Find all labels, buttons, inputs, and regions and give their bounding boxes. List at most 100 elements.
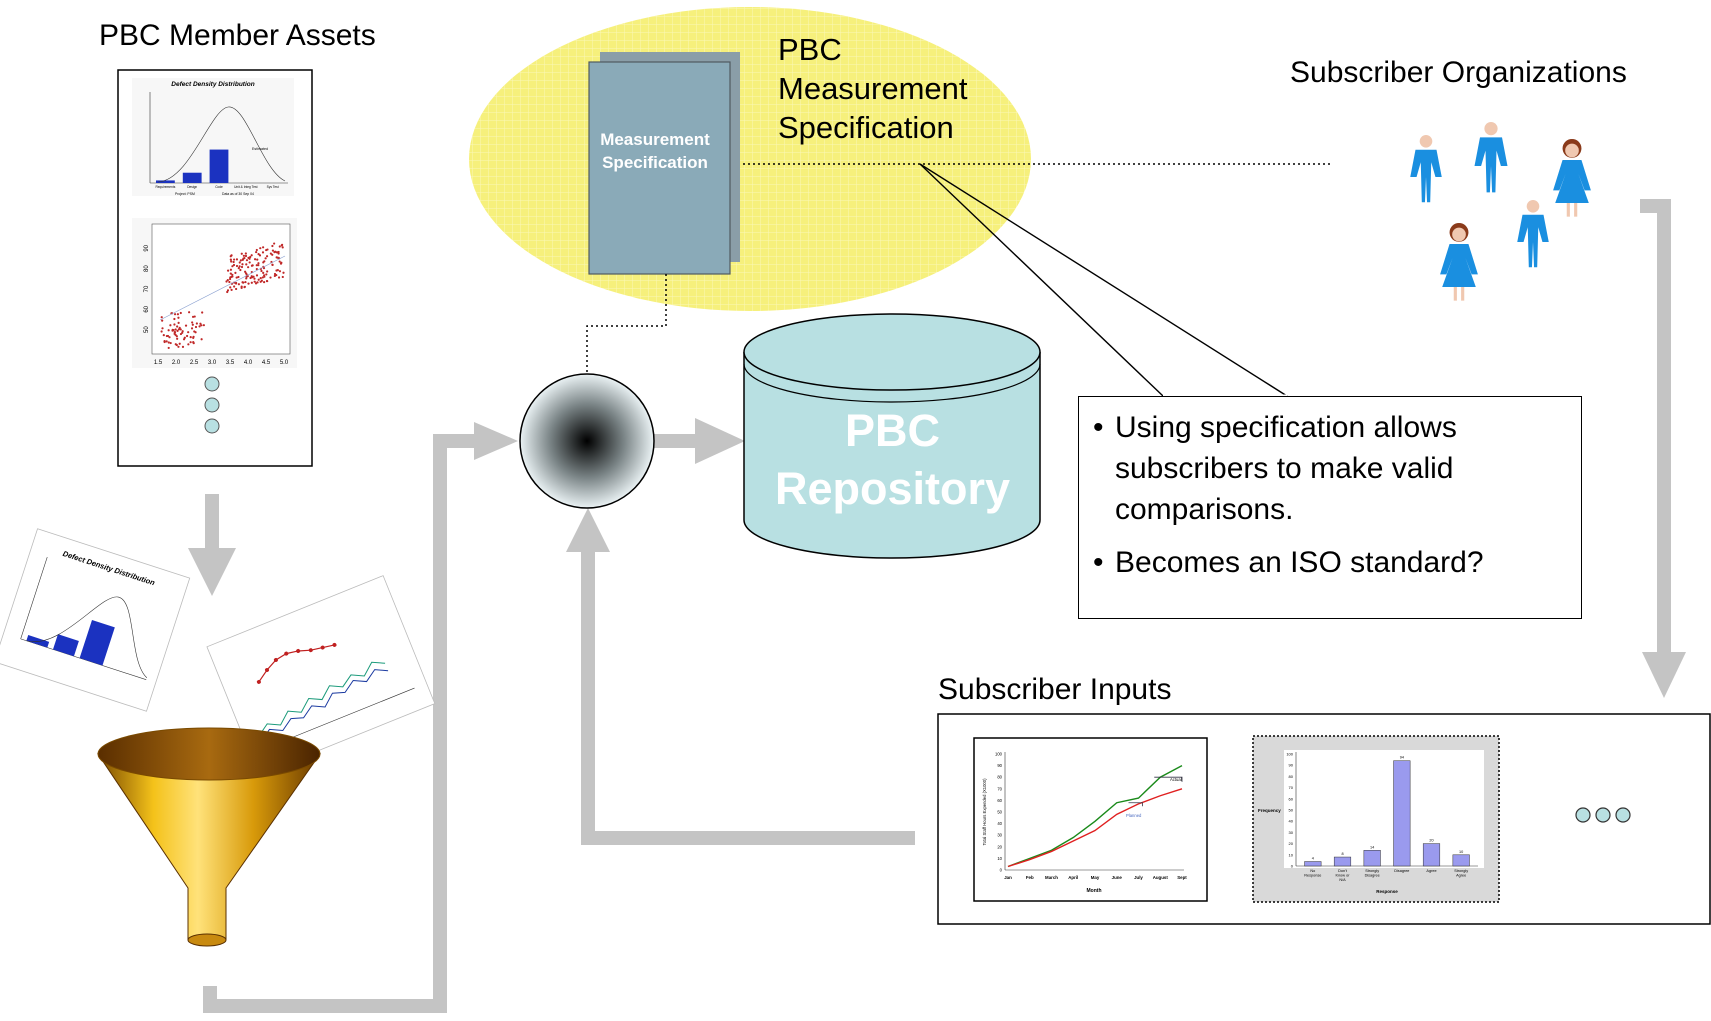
pbc-repository-cylinder: [743, 313, 1041, 559]
line-chart-x-tick: Sept: [1177, 875, 1187, 880]
scatter-point: [239, 259, 242, 262]
histogram-value-label: 8: [1341, 852, 1343, 856]
histogram-bar: [1393, 760, 1411, 867]
scatter-point: [187, 331, 190, 334]
more-inputs-indicator: [1575, 807, 1631, 823]
man-icon: [1474, 122, 1508, 193]
scatter-point: [241, 263, 244, 266]
scatter-point: [269, 252, 272, 255]
scatter-point: [255, 248, 258, 252]
scatter-point: [168, 336, 171, 339]
scatter-point: [242, 257, 245, 260]
callout-item: •Becomes an ISO standard?: [1093, 542, 1567, 583]
scatter-point: [245, 277, 248, 280]
histogram-ylabel: Frequency: [1258, 808, 1281, 813]
scatter-point: [235, 258, 239, 261]
scatter-point: [225, 280, 228, 283]
arrow-inputs-to-node: [581, 548, 915, 845]
scatter-point: [177, 316, 180, 319]
scatter-point: [160, 316, 163, 319]
scatter-point: [160, 330, 163, 333]
scatter-point: [226, 269, 230, 272]
defect-bar: [156, 180, 175, 183]
defect-footer-left: Project: PSM: [175, 192, 195, 196]
line-chart-ylabel: Total Staff Hours Expended (X1000): [982, 778, 987, 846]
scatter-point: [244, 280, 247, 284]
scatter-point: [249, 255, 252, 259]
scatter-point: [194, 331, 197, 334]
scatter-point: [226, 278, 229, 282]
scatter-point: [230, 288, 233, 291]
scatter-point: [281, 246, 284, 249]
scatter-point: [277, 250, 280, 254]
defect-category-label: Sys Test: [267, 185, 279, 189]
scatter-point: [229, 276, 232, 279]
scatter-point: [181, 330, 184, 333]
histogram-y-tick: 0: [1291, 864, 1294, 869]
scatter-point: [250, 275, 253, 278]
subscriber-orgs-label: Subscriber Organizations: [1290, 56, 1627, 89]
arrow-node-to-repo-head: [695, 418, 745, 464]
line-chart-y-tick: 20: [997, 844, 1002, 849]
scatter-point: [266, 270, 269, 273]
scatter-point: [230, 260, 233, 263]
scatter-point: [281, 275, 284, 279]
scatter-point: [253, 258, 257, 261]
scatter-point: [173, 323, 176, 326]
scatter-point: [163, 340, 166, 344]
line-chart-y-tick: 70: [997, 786, 1002, 791]
scatter-point: [256, 258, 259, 261]
histogram-bar: [1333, 856, 1352, 867]
repository-label-line-1: PBC: [844, 405, 940, 456]
defect-chart-title: Defect Density Distribution: [171, 81, 254, 88]
histogram-xlabel: Response: [1376, 889, 1398, 894]
scatter-x-tick: 2.0: [172, 360, 181, 366]
scatter-point: [250, 264, 254, 267]
scatter-point: [253, 277, 256, 280]
subscriber-inputs-label: Subscriber Inputs: [938, 673, 1172, 706]
scatter-point: [192, 341, 195, 344]
histogram-y-tick: 100: [1286, 752, 1293, 757]
scatter-point: [232, 260, 235, 264]
scatter-point: [189, 336, 192, 339]
scatter-point: [172, 328, 175, 332]
more-assets-indicator: [204, 376, 220, 434]
aggregation-node: [519, 373, 655, 509]
scatter-point: [202, 324, 205, 327]
scatter-point: [244, 272, 248, 275]
line-chart-y-tick: 90: [997, 763, 1002, 768]
histogram-value-label: 94: [1400, 756, 1404, 760]
callout-bullet-list: •Using specification allows subscribers …: [1093, 407, 1567, 583]
scatter-point: [187, 343, 190, 346]
scatter-point: [255, 250, 258, 254]
scatter-point: [185, 334, 189, 338]
repository-label-line-2: Repository: [774, 463, 1011, 514]
scatter-point: [169, 324, 172, 327]
actual-bracket: [1154, 776, 1183, 782]
histogram-value-label: 10: [1459, 850, 1463, 854]
specification-callout-box: •Using specification allows subscribers …: [1078, 396, 1582, 619]
line-chart-y-tick: 80: [997, 775, 1002, 780]
scatter-point: [239, 268, 242, 272]
scatter-point: [271, 244, 274, 248]
scatter-point: [245, 259, 249, 262]
scatter-point: [244, 254, 248, 258]
scatter-point: [261, 251, 265, 254]
scatter-point: [175, 335, 178, 338]
tilted-defect-chart: Defect Density Distribution: [0, 528, 191, 712]
scatter-x-tick: 2.5: [190, 360, 199, 366]
line-chart-x-tick: August: [1153, 875, 1169, 880]
scatter-point: [194, 325, 198, 329]
scatter-point: [256, 281, 259, 284]
scatter-point: [278, 245, 281, 248]
scatter-point: [263, 260, 266, 263]
scatter-point: [278, 270, 282, 273]
scatter-point: [245, 263, 248, 266]
scatter-x-tick: 4.0: [244, 360, 253, 366]
scatter-point: [248, 261, 251, 264]
scatter-point: [231, 273, 234, 276]
scatter-point: [231, 275, 234, 278]
